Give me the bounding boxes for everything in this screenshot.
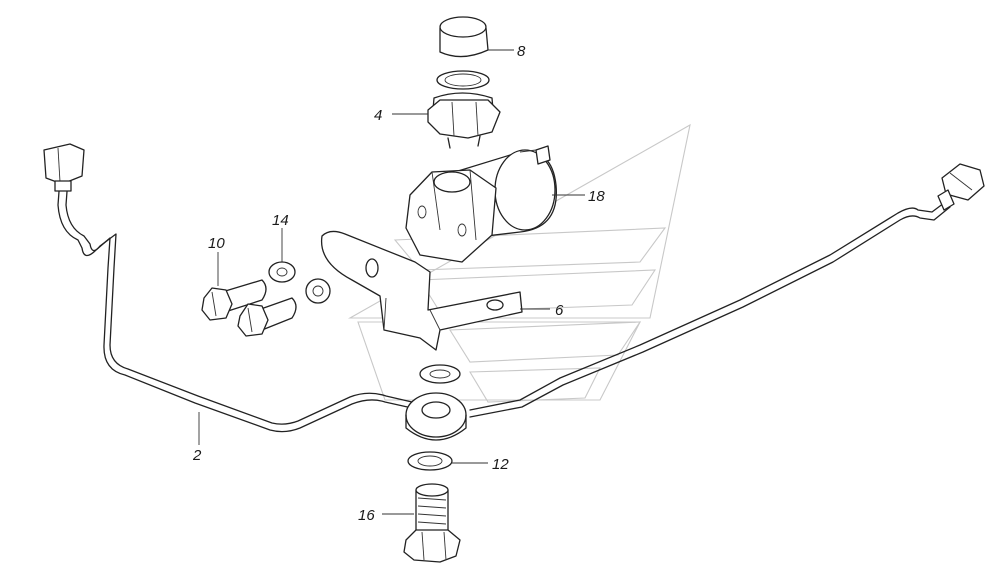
callout-2: 2 xyxy=(192,447,202,464)
washer-12 xyxy=(407,451,453,471)
fitting-4 xyxy=(427,70,501,149)
cap-8 xyxy=(439,16,489,58)
callout-18: 18 xyxy=(588,188,605,205)
washer-14 xyxy=(268,261,331,304)
fuel-pipe xyxy=(43,143,985,433)
callout-12: 12 xyxy=(492,456,509,473)
banjo-fitting xyxy=(405,392,467,441)
washer-upper xyxy=(419,364,461,384)
callout-4: 4 xyxy=(374,107,382,124)
leader-lines xyxy=(198,49,585,515)
callout-8: 8 xyxy=(517,43,526,60)
banjo-bolt-16 xyxy=(403,483,461,563)
callout-14: 14 xyxy=(272,212,289,229)
bracket xyxy=(320,230,523,351)
watermark-logo xyxy=(347,123,691,403)
callout-16: 16 xyxy=(358,507,375,524)
callout-6: 6 xyxy=(555,302,564,319)
sensor-body xyxy=(405,145,557,263)
callout-10: 10 xyxy=(208,235,225,252)
bolt-10 xyxy=(201,279,297,337)
